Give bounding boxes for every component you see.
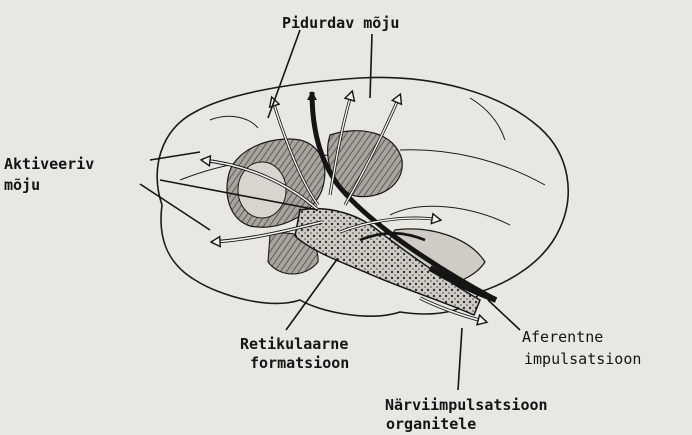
label-nerve-impulsation-line2: organitele: [386, 415, 476, 433]
label-afferent-impulsation-line2: impulsatsioon: [524, 350, 641, 368]
label-activating-influence-line1: Aktiveeriv: [4, 155, 94, 173]
label-nerve-impulsation-line1: Närviimpulsatsioon: [385, 396, 548, 414]
label-afferent-impulsation-line1: Aferentne: [522, 328, 603, 346]
label-reticular-formation-line2: formatsioon: [250, 354, 349, 372]
label-reticular-formation-line1: Retikulaarne: [240, 335, 348, 353]
label-activating-influence-line2: mõju: [4, 176, 40, 194]
label-inhibiting-influence: Pidurdav mõju: [282, 14, 399, 32]
